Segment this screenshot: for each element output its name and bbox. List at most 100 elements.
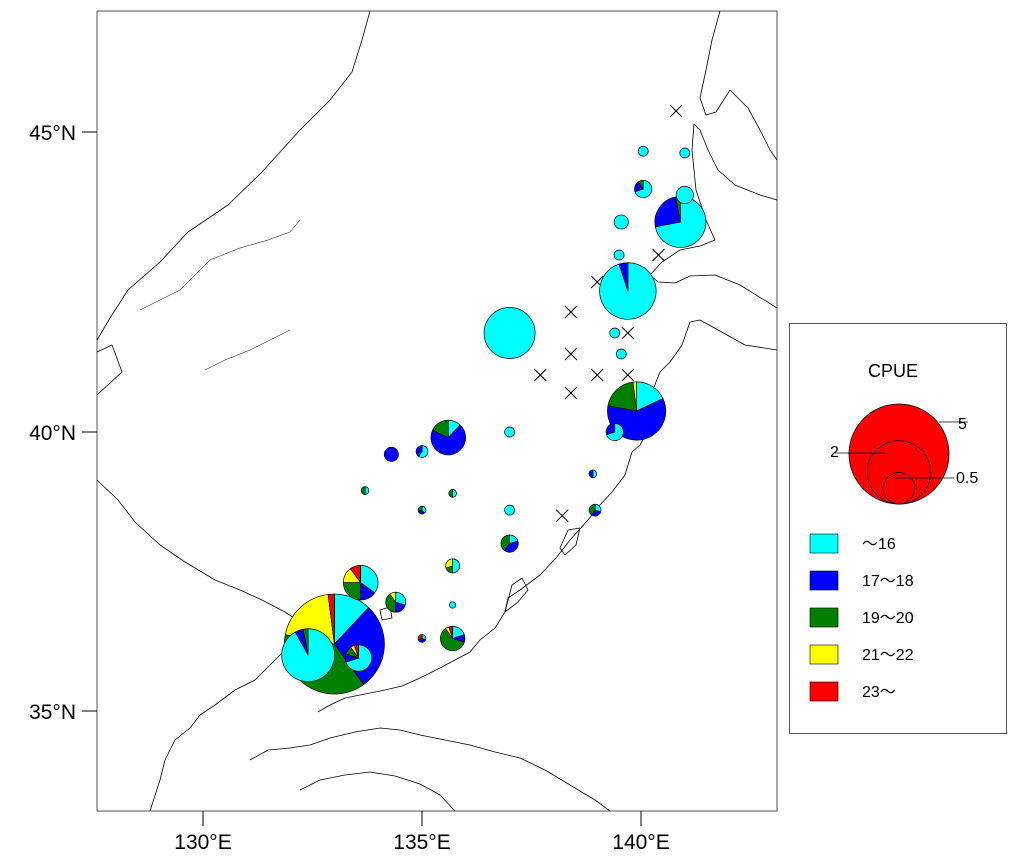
pie-slice [353,644,359,659]
pie-slice [609,327,621,339]
zero-catch-cross [621,368,635,382]
pie-slice [637,179,644,191]
station-pie [281,628,335,682]
pie-slice [504,426,515,438]
legend-size-circle [882,471,916,505]
pie-slice [389,591,397,604]
pie-slice [615,348,627,360]
korea-coastline [149,621,301,812]
pie-slice [432,419,449,439]
pie-slice [449,601,457,609]
station-pie [615,348,627,360]
station-pie [500,534,519,553]
pie-slice [637,145,649,157]
station-pie [445,558,461,574]
zero-catch-cross [652,248,665,262]
station-pie [613,249,625,261]
honshu-coastline [317,319,778,713]
tick-label-130e: 130°E [174,831,231,854]
pie-slice [504,504,515,516]
station-pie [588,469,598,479]
legend-category-label: ～16 [862,536,896,553]
zero-catch-cross [555,509,569,523]
legend-size-label-0-5: 0.5 [956,470,978,487]
legend-size-scale [835,403,968,505]
station-pie [679,147,691,159]
tick-label-135e: 135°E [393,831,450,854]
pie-slice [588,503,596,516]
legend-swatch [809,570,839,591]
mainland-coastline [96,10,371,623]
map-frame [96,10,778,812]
zero-catch-cross [669,104,683,118]
zero-catch-cross [564,386,578,400]
station-pie [449,601,457,609]
station-pie [637,145,649,157]
pie-slice [350,564,362,584]
station-pie [504,504,515,516]
pie-slice [500,534,510,552]
station-pie [430,419,466,456]
pie-slice [430,424,466,456]
station-pie [483,307,536,359]
station-pie [440,625,466,652]
legend-category-label: 21～22 [862,647,914,664]
pie-slice [613,214,629,230]
station-pie [417,634,427,643]
legend-categories: ～16 17～18 19～20 21～22 23～ [809,533,914,702]
pie-slice [654,196,681,228]
tick-label-40n: 40°N [29,422,76,445]
pie-slice [448,489,454,498]
pie-slice [618,262,629,292]
station-pie [343,564,379,601]
hokkaido-coastline [649,123,778,309]
noto-coastline [504,577,529,613]
pie-slice [417,505,423,512]
kyushu-coastline [249,727,611,812]
pie-slice [445,558,454,569]
legend-category-label: 23～ [862,684,896,701]
zero-catch-cross [533,368,547,382]
legend-category-label: 17～18 [862,573,914,590]
zero-catch-cross [621,326,635,340]
axis-ticks [82,131,642,826]
station-pie [675,185,694,205]
pie-slice [360,564,379,594]
legend-swatch [809,533,839,554]
zero-catch-markers [533,104,683,523]
sado-coastline [559,527,581,556]
pie-slice [613,249,625,261]
legend-swatch [809,681,839,702]
station-pie [599,262,657,320]
station-pie [588,503,602,517]
pie-slice [632,381,637,412]
zero-catch-cross [564,347,578,361]
pie-slice [483,307,536,359]
pie-slice [588,469,594,479]
cpue-pie-markers [281,145,707,695]
tick-label-45n: 45°N [29,122,76,145]
legend-swatch [809,607,839,628]
station-pie [634,179,653,198]
station-pie [448,489,457,498]
pie-slice [504,540,519,553]
station-pie [609,327,621,339]
station-pie [360,486,370,495]
pie-slice [415,445,423,457]
legend-swatch [809,644,839,665]
station-pie [344,644,373,672]
pie-slice [679,147,691,159]
pie-slice [607,381,638,412]
tick-label-35n: 35°N [29,701,76,724]
korea-interior-line [204,329,291,371]
pie-slice [302,628,309,656]
legend-title: CPUE [868,361,918,381]
legend-category-label: 19～20 [862,610,914,627]
coastlines [96,10,778,812]
station-pie [385,591,407,613]
pie-slice [360,486,366,495]
station-pie [654,196,707,248]
station-pie [383,446,399,462]
